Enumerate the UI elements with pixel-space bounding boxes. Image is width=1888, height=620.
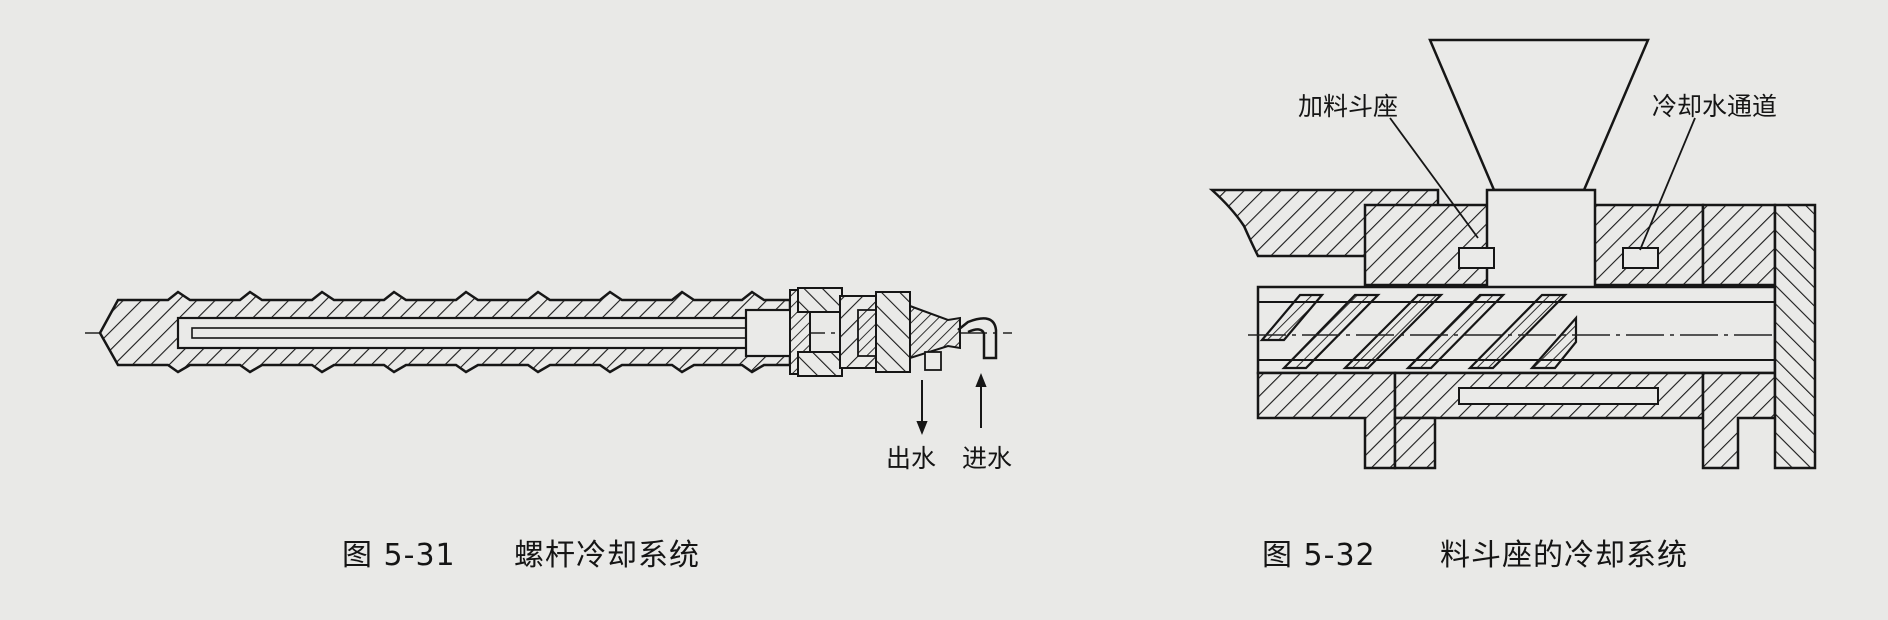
outlet-nozzle	[909, 304, 961, 360]
hopper-seat-label: 加料斗座	[1298, 92, 1399, 121]
cooling-channel-label: 冷却水通道	[1652, 92, 1778, 121]
water-outlet-port	[924, 351, 942, 371]
screw-cooling-drawing	[85, 287, 1012, 435]
figure-5-32-number: 图 5-32	[1262, 538, 1376, 573]
figure-5-31-title: 螺杆冷却系统	[514, 538, 700, 573]
cooling-channel-right	[1622, 247, 1659, 269]
inlet-pipe	[957, 317, 998, 360]
figure-5-31-number: 图 5-31	[342, 538, 456, 573]
screw-flights	[1259, 293, 1578, 370]
barrel-top-right	[1701, 203, 1777, 287]
rotary-joint-core	[875, 291, 911, 373]
leader-cooling-channel	[1639, 117, 1696, 251]
cooling-pipe	[191, 327, 793, 339]
rotary-joint-nut-bottom	[797, 351, 843, 377]
hopper-seat-bottom	[1701, 371, 1777, 470]
rotary-joint-nut-top	[797, 287, 843, 313]
hopper-seat-bottom-flange	[1393, 416, 1437, 470]
hopper-throat	[1485, 188, 1597, 298]
water-in-label: 进水	[962, 444, 1013, 473]
leader-hopper-seat	[1389, 117, 1479, 239]
hopper-cooling-drawing	[1208, 38, 1817, 470]
cooling-channel-bottom	[1458, 387, 1659, 405]
figure-5-32-title: 料斗座的冷却系统	[1440, 538, 1688, 573]
barrel-bottom-left	[1256, 371, 1397, 470]
hopper	[1428, 38, 1650, 192]
cooling-channel-left	[1458, 247, 1495, 269]
barrel-end-cap	[1773, 203, 1817, 470]
water-out-label: 出水	[886, 444, 937, 473]
